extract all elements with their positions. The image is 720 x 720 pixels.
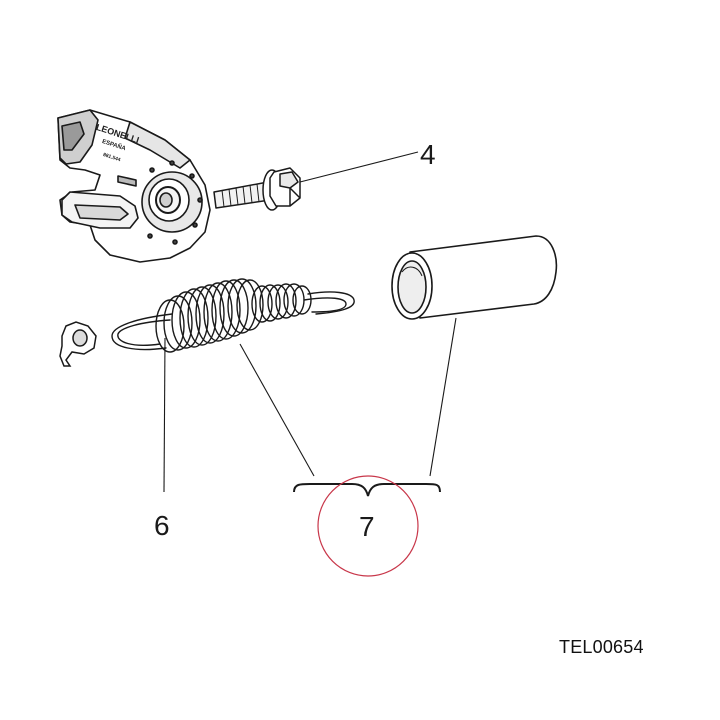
sleeve-part xyxy=(391,235,558,320)
callout-highlight-circle xyxy=(317,475,419,577)
washer-part xyxy=(59,321,97,367)
callout-label-7: 7 xyxy=(359,511,375,542)
callout-label-6: 6 xyxy=(154,510,170,541)
leader-lines xyxy=(163,151,457,493)
bolt-part xyxy=(213,167,301,211)
group-bracket xyxy=(293,483,441,497)
callout-label-4: 4 xyxy=(420,139,436,170)
spring-part xyxy=(111,278,355,353)
lever-casting xyxy=(57,109,211,263)
figure-reference-code: TEL00654 xyxy=(559,637,644,657)
